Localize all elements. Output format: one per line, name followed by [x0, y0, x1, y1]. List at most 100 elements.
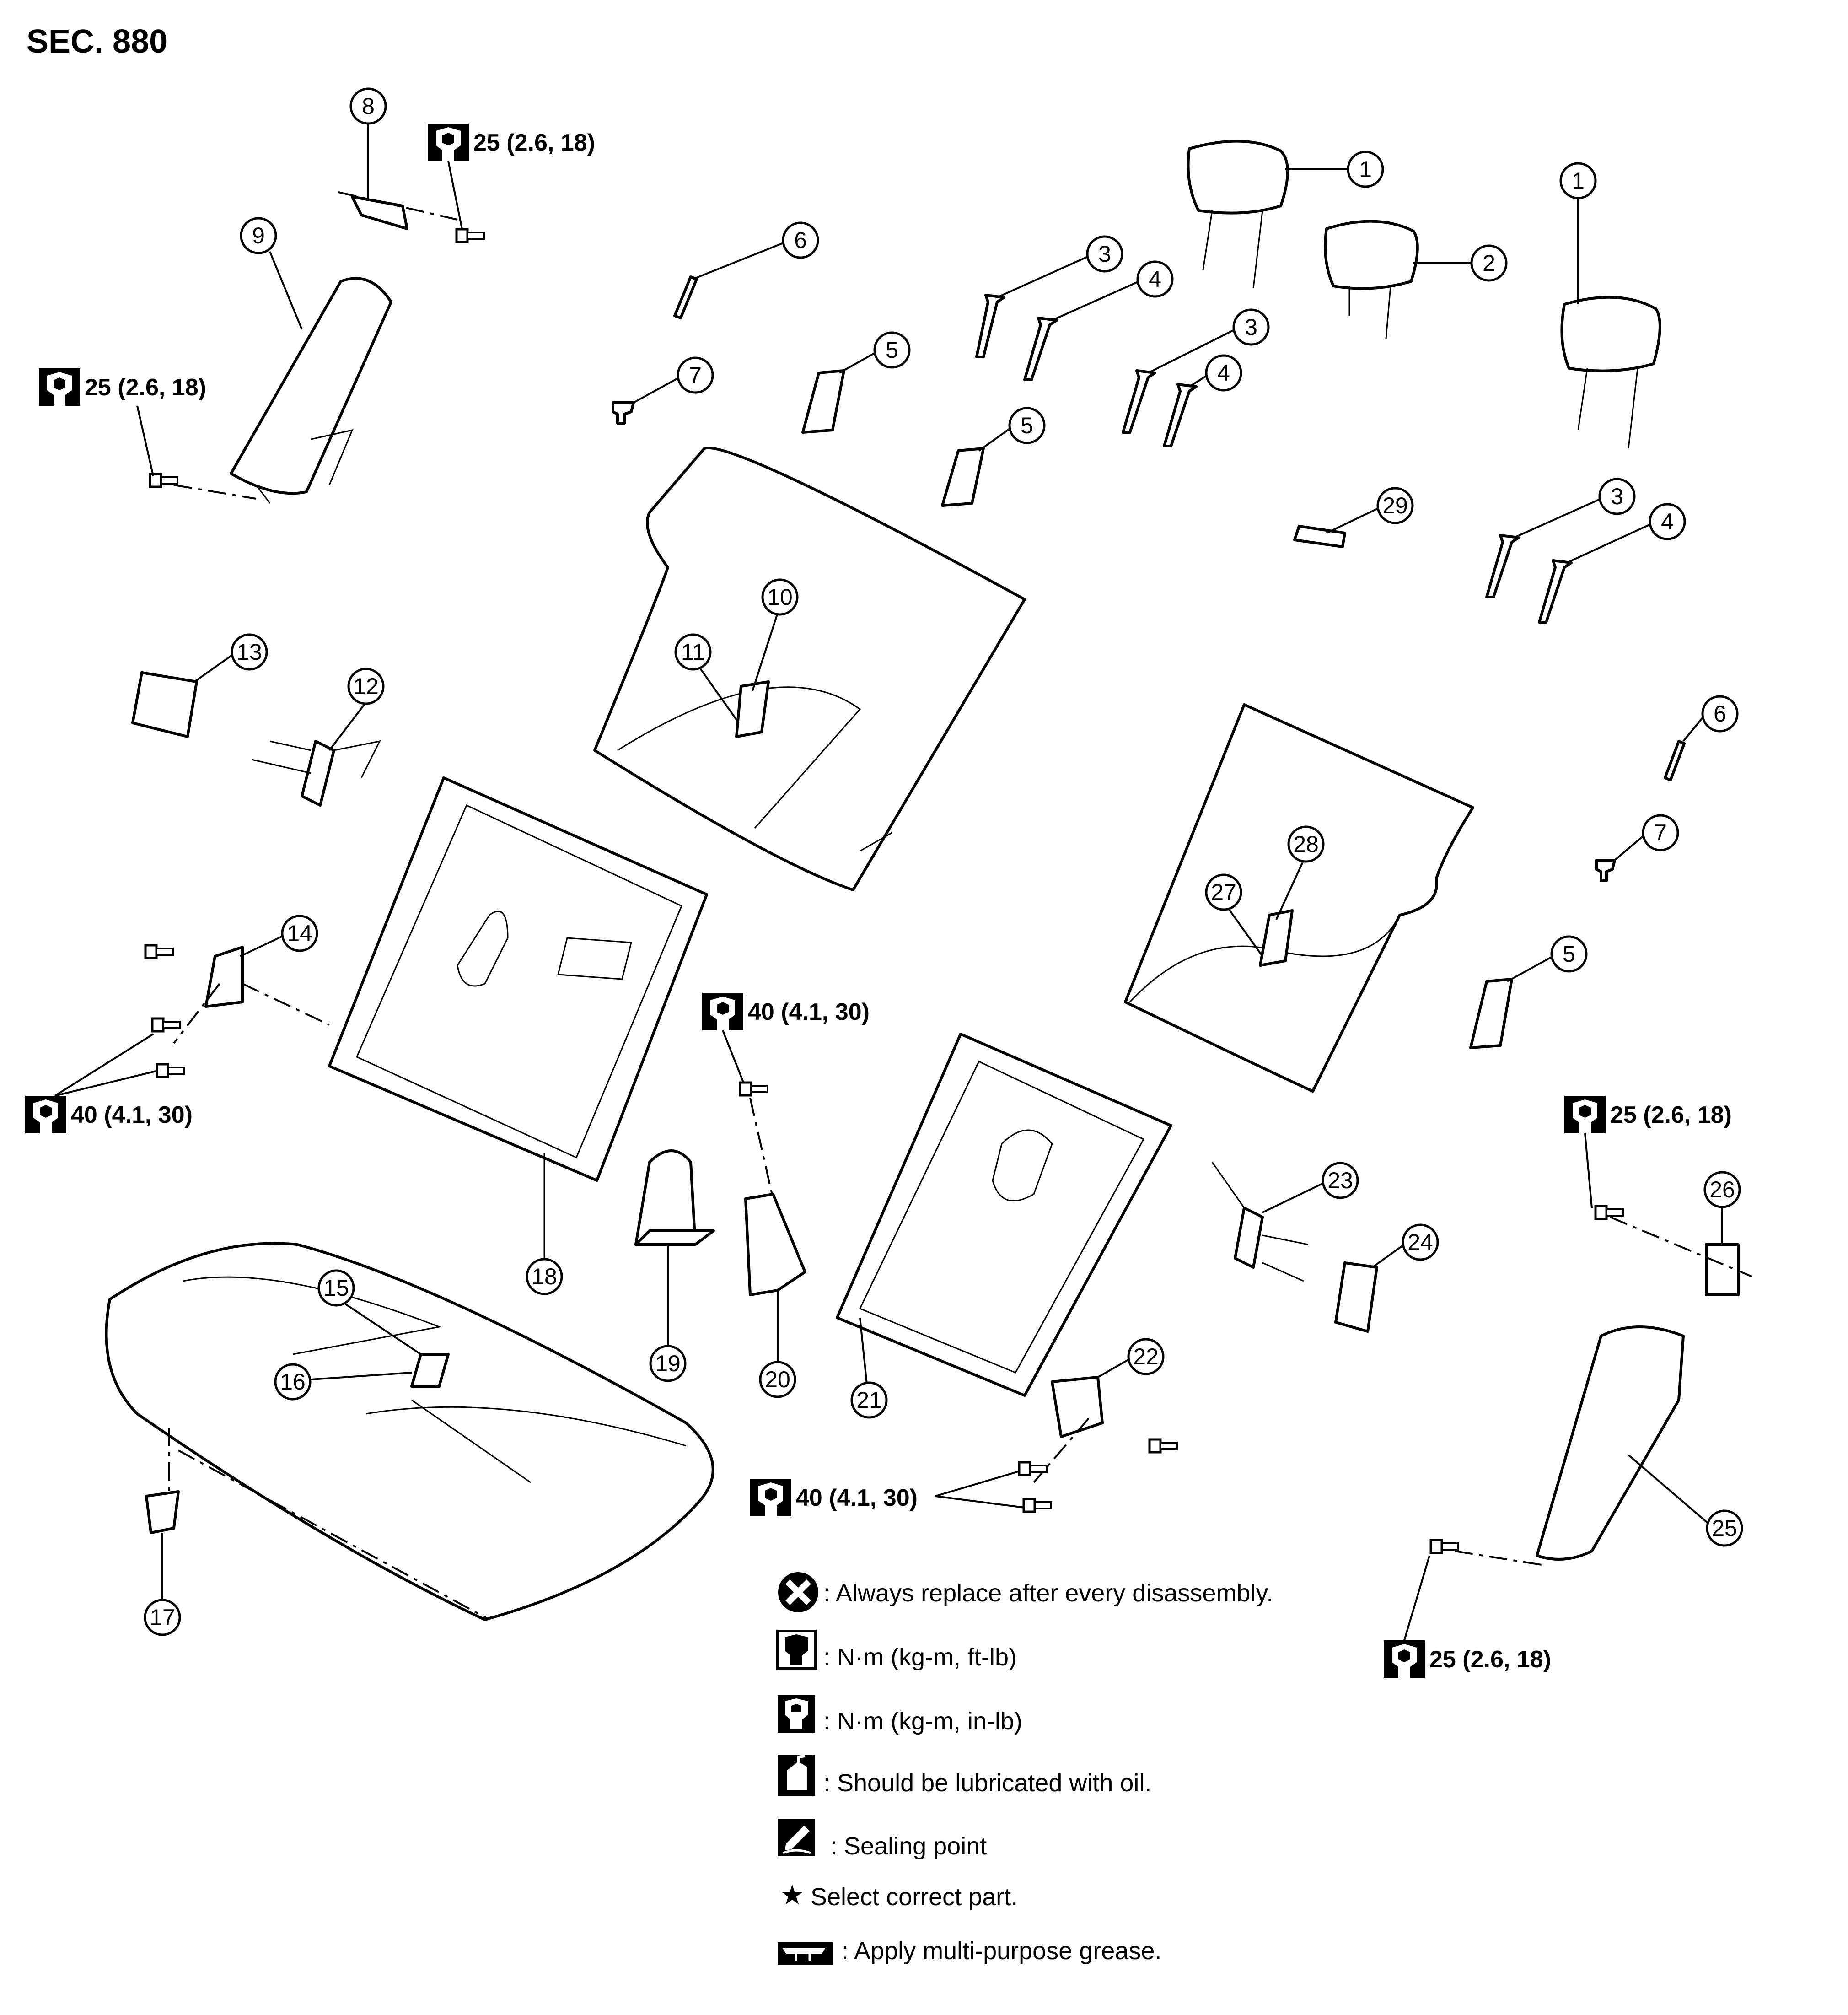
callout-10: 10 [761, 578, 799, 616]
legend-item-always-replace: : Always replace after every disassembly… [778, 1572, 1273, 1612]
seatback-left [593, 447, 1026, 891]
svg-text:24: 24 [1407, 1229, 1433, 1255]
callout-4b: 4 [1205, 354, 1242, 392]
callout-20: 20 [759, 1361, 796, 1398]
callout-3: 3 [1086, 235, 1123, 273]
callout-21: 21 [850, 1381, 888, 1419]
torque-spec-bolster-left: 25 (2.6, 18) [39, 368, 206, 476]
torque-wrench-icon [1564, 1096, 1606, 1133]
svg-text:2: 2 [1483, 250, 1495, 276]
torque-spec-bracket-8: 25 (2.6, 18) [428, 124, 595, 229]
svg-text:9: 9 [252, 223, 265, 248]
callout-22: 22 [1127, 1338, 1165, 1375]
callout-25: 25 [1706, 1509, 1743, 1547]
svg-text:20: 20 [765, 1367, 790, 1392]
always-replace-icon [778, 1572, 818, 1612]
part-29 [1293, 525, 1346, 548]
svg-text:26: 26 [1709, 1177, 1735, 1202]
callout-28: 28 [1287, 825, 1325, 863]
svg-text:8: 8 [362, 93, 375, 119]
star-icon: ★ [780, 1879, 805, 1911]
clip-17 [145, 1428, 490, 1621]
svg-text:3: 3 [1098, 241, 1111, 267]
bracket-19 [634, 1149, 715, 1246]
svg-text:17: 17 [150, 1605, 175, 1630]
callout-26: 26 [1703, 1171, 1741, 1208]
callout-5: 5 [873, 331, 911, 369]
svg-text:3: 3 [1245, 314, 1257, 340]
svg-text:18: 18 [532, 1264, 557, 1289]
callout-17: 17 [144, 1599, 181, 1636]
torque-wrench-icon [39, 368, 80, 406]
callout-6b: 6 [1701, 695, 1739, 733]
svg-text:14: 14 [287, 921, 312, 946]
seatback-frame-right [836, 1033, 1172, 1397]
torque-wrench-icon [1384, 1640, 1425, 1678]
seat-cushion [105, 1242, 714, 1621]
pin-6-left [673, 275, 698, 319]
svg-text:4: 4 [1149, 266, 1161, 292]
pin-6-right [1664, 740, 1686, 781]
svg-text:6: 6 [794, 227, 807, 253]
svg-text:23: 23 [1327, 1168, 1353, 1193]
svg-text:6: 6 [1714, 701, 1726, 727]
callout-1b: 1 [1559, 162, 1597, 199]
bracket-26 [1596, 1206, 1752, 1296]
callout-15: 15 [317, 1269, 355, 1307]
hinge-23 [1211, 1162, 1309, 1282]
svg-text:29: 29 [1382, 493, 1408, 518]
hinge-cover-13 [131, 671, 198, 738]
svg-text:5: 5 [886, 337, 898, 363]
clip-7-left [612, 401, 635, 425]
svg-text:40 (4.1, 30): 40 (4.1, 30) [748, 999, 870, 1025]
callout-4c: 4 [1649, 503, 1686, 540]
svg-text:: Sealing point: : Sealing point [830, 1832, 987, 1860]
svg-text:25 (2.6, 18): 25 (2.6, 18) [85, 374, 206, 401]
callout-14: 14 [281, 915, 318, 952]
callout-11: 11 [674, 633, 712, 671]
svg-text:28: 28 [1293, 831, 1319, 857]
torque-wrench-icon [702, 993, 743, 1030]
headrest-right [1560, 296, 1661, 449]
bracket-14 [145, 945, 330, 1077]
svg-text:: N·m (kg-m, in-lb): : N·m (kg-m, in-lb) [823, 1708, 1022, 1735]
torque-wrench-icon [428, 124, 469, 161]
svg-text:Select correct part.: Select correct part. [811, 1883, 1018, 1911]
hinge-cover-24 [1334, 1261, 1378, 1333]
torque-wrench-icon [25, 1096, 66, 1133]
svg-text:16: 16 [280, 1369, 306, 1395]
torque-wrench-inlb-icon [778, 1695, 815, 1733]
callout-13: 13 [231, 633, 268, 671]
svg-text:25 (2.6, 18): 25 (2.6, 18) [1610, 1102, 1732, 1128]
callout-9: 9 [240, 217, 277, 254]
callout-16: 16 [274, 1363, 312, 1401]
sealing-point-icon [778, 1819, 815, 1856]
callout-6: 6 [782, 221, 819, 259]
callout-7: 7 [677, 356, 714, 394]
legend: : Always replace after every disassembly… [776, 1572, 1273, 1965]
callout-12: 12 [347, 668, 385, 705]
svg-text:13: 13 [236, 639, 262, 665]
seatback-frame-left [328, 776, 708, 1277]
torque-spec-bracket-20: 40 (4.1, 30) [702, 993, 870, 1083]
seatback-right [1124, 703, 1474, 1093]
legend-item-sealing: : Sealing point [778, 1819, 987, 1860]
legend-item-torque-ftlb: : N·m (kg-m, ft-lb) [776, 1630, 1017, 1671]
callout-18: 18 [526, 1258, 563, 1295]
legend-item-torque-inlb: : N·m (kg-m, in-lb) [778, 1695, 1022, 1735]
svg-text:4: 4 [1217, 360, 1230, 386]
latch-covers [801, 369, 1513, 1049]
bracket-20 [740, 1083, 806, 1296]
svg-text:10: 10 [767, 584, 793, 610]
torque-wrench-ftlb-icon [776, 1630, 817, 1670]
svg-text:5: 5 [1563, 941, 1575, 967]
legend-item-oil: : Should be lubricated with oil. [778, 1755, 1151, 1797]
svg-text:11: 11 [681, 639, 705, 665]
headrest-guides [975, 294, 1573, 624]
svg-text:15: 15 [323, 1275, 349, 1301]
callout-2: 2 [1470, 244, 1508, 282]
callout-4: 4 [1136, 260, 1174, 298]
svg-text:1: 1 [1359, 156, 1372, 182]
torque-spec-bracket-26: 25 (2.6, 18) [1564, 1096, 1732, 1208]
